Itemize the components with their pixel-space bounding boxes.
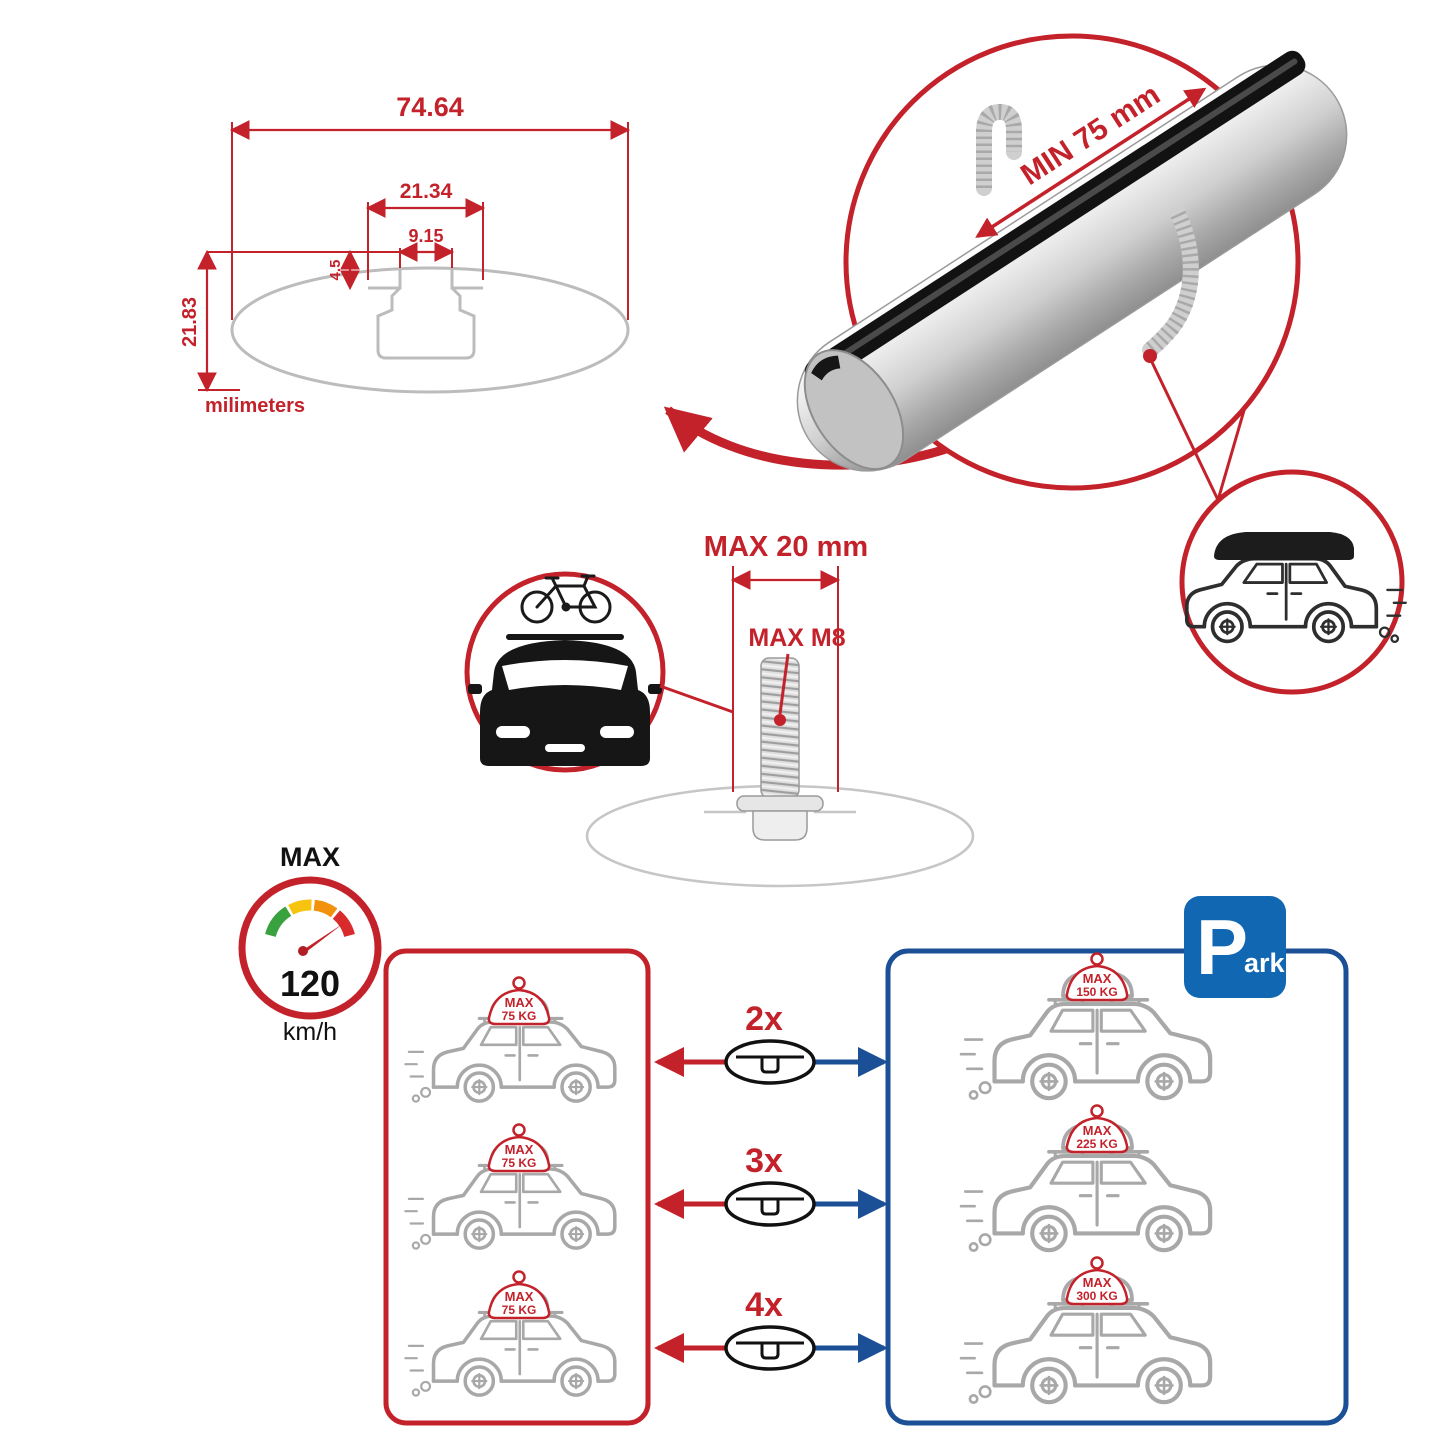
bolt-diagram: MAX 20 mm MAX M8 bbox=[585, 531, 975, 888]
profile-channel bbox=[376, 286, 476, 360]
dim-lip-depth-label: 4.5 bbox=[327, 260, 344, 281]
svg-text:150 KG: 150 KG bbox=[1076, 985, 1117, 999]
park-sign-letter: P bbox=[1196, 903, 1248, 991]
svg-text:75 KG: 75 KG bbox=[502, 1303, 537, 1317]
svg-text:225 KG: 225 KG bbox=[1076, 1137, 1117, 1151]
gauge-green bbox=[265, 906, 292, 938]
multiplier-row-1: 2x bbox=[653, 1000, 889, 1085]
blue-panel-badge-3: MAX 300 KG bbox=[1065, 1256, 1129, 1306]
multiplier-arrows: 2x 3x 4x bbox=[653, 1000, 889, 1371]
end-cap-slot bbox=[811, 355, 841, 381]
multiplier-label-3: 4x bbox=[745, 1286, 783, 1324]
speed-max-label: MAX bbox=[280, 842, 340, 872]
hook-end-dot bbox=[1143, 349, 1157, 363]
dim-outer-channel-label: 21.34 bbox=[400, 180, 453, 203]
dim-inner-channel-label: 9.15 bbox=[408, 226, 443, 246]
red-panel-badge-2: MAX 75 KG bbox=[487, 1123, 551, 1173]
min-clearance-arrow bbox=[975, 87, 1207, 238]
bolt-dot bbox=[774, 714, 786, 726]
svg-text:MAX: MAX bbox=[1083, 971, 1112, 986]
blue-panel-badge-1: MAX 150 KG bbox=[1065, 952, 1129, 1002]
dim-ext-total-width bbox=[231, 122, 629, 320]
speedometer: MAX 120 km/h bbox=[238, 842, 382, 1046]
bolt-thread bbox=[760, 657, 800, 799]
svg-text:MAX: MAX bbox=[505, 1142, 534, 1157]
mirror-left bbox=[468, 684, 482, 694]
dim-total-height-label: 21.83 bbox=[179, 297, 201, 347]
svg-text:75 KG: 75 KG bbox=[502, 1009, 537, 1023]
gauge-orange bbox=[313, 899, 338, 918]
red-panel-badge-3: MAX 75 KG bbox=[487, 1270, 551, 1320]
bolt-leader bbox=[778, 653, 790, 715]
speed-unit: km/h bbox=[283, 1018, 337, 1046]
svg-text:MAX: MAX bbox=[1083, 1123, 1112, 1138]
gauge-red bbox=[332, 910, 355, 938]
red-panel-badge-1: MAX 75 KG bbox=[487, 976, 551, 1026]
park-sign: P ark bbox=[1184, 896, 1286, 998]
dim-total-width-label: 74.64 bbox=[396, 92, 464, 122]
multiplier-row-2: 3x bbox=[653, 1142, 889, 1227]
blue-panel-border bbox=[885, 948, 1349, 1426]
headlight-left bbox=[496, 726, 530, 738]
bike-car-detail bbox=[464, 571, 734, 773]
headlight-right bbox=[600, 726, 634, 738]
mounting-hook-front-ribs bbox=[1144, 210, 1199, 357]
crossbar-section-icon bbox=[724, 1039, 816, 1085]
gauge-arcs bbox=[265, 899, 355, 938]
crossbar-section-icon bbox=[724, 1325, 816, 1371]
blue-panel-badge-2: MAX 225 KG bbox=[1065, 1104, 1129, 1154]
gauge-needle bbox=[301, 923, 344, 956]
unit-label: milimeters bbox=[205, 395, 305, 417]
bolt-flange bbox=[736, 795, 824, 812]
svg-text:MAX: MAX bbox=[505, 1289, 534, 1304]
svg-text:MAX: MAX bbox=[1083, 1275, 1112, 1290]
dim-ext-bolt-width bbox=[732, 566, 839, 792]
bolt-t-foot bbox=[752, 810, 808, 841]
crossbar-end-cap bbox=[803, 349, 905, 471]
multiplier-label-1: 2x bbox=[745, 1000, 783, 1038]
roof-cargo-box bbox=[1214, 532, 1354, 560]
svg-text:300 KG: 300 KG bbox=[1076, 1289, 1117, 1303]
bolt-max-thread-label: MAX M8 bbox=[748, 624, 845, 652]
red-capacity-panel: MAX 75 KG MAX 75 KG MAX 75 KG bbox=[383, 948, 651, 1426]
park-sign-plate bbox=[1184, 896, 1286, 998]
svg-text:MAX: MAX bbox=[505, 995, 534, 1010]
crossbar-profile-ellipse bbox=[230, 266, 630, 394]
cross-section-diagram: 74.64 21.34 9.15 4.5 21.83 milimeters bbox=[179, 92, 631, 417]
bolt-max-width-label: MAX 20 mm bbox=[704, 531, 868, 563]
bike-icon bbox=[520, 574, 612, 624]
bike-car-leader bbox=[659, 684, 734, 714]
gauge-yellow bbox=[288, 899, 312, 915]
grille bbox=[545, 744, 585, 752]
connector-lines bbox=[1148, 357, 1247, 501]
blue-capacity-panel: MAX 150 KG MAX 225 KG MAX 300 KG P ark bbox=[885, 896, 1349, 1426]
multiplier-row-3: 4x bbox=[653, 1286, 889, 1371]
svg-text:75 KG: 75 KG bbox=[502, 1156, 537, 1170]
mirror-right bbox=[648, 684, 662, 694]
bar-render-detail: MIN 75 mm bbox=[796, 33, 1348, 501]
multiplier-label-2: 3x bbox=[745, 1142, 783, 1180]
gauge-pivot bbox=[298, 946, 308, 956]
roofbox-car-detail bbox=[1179, 469, 1408, 695]
speed-value: 120 bbox=[280, 963, 340, 1004]
profile-shoulders bbox=[368, 268, 483, 290]
pointer-arrow-to-diagram bbox=[663, 406, 960, 470]
windshield bbox=[502, 660, 628, 690]
park-sign-suffix: ark bbox=[1244, 948, 1286, 978]
crossbar-section-icon bbox=[724, 1181, 816, 1227]
roof-bar-front-view bbox=[506, 634, 624, 640]
